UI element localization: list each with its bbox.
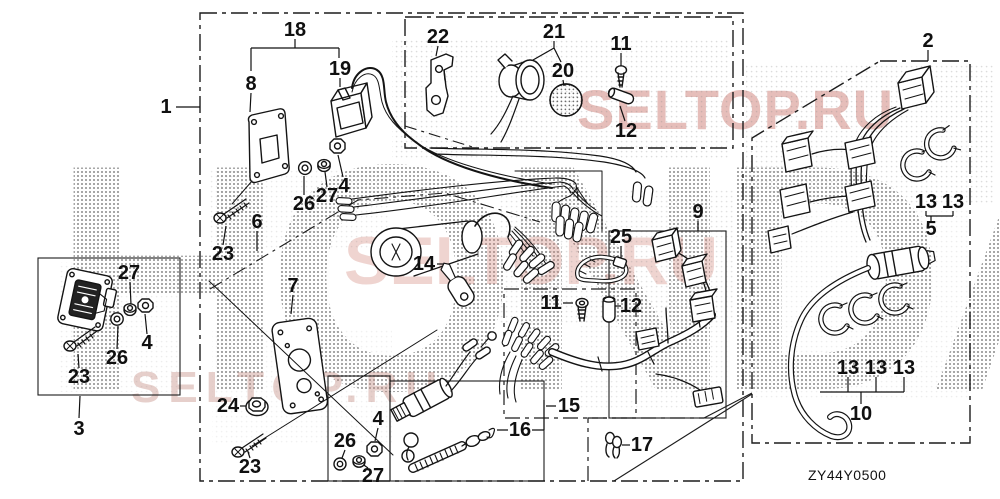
callout-10: 10 xyxy=(849,403,873,425)
callout-27b: 27 xyxy=(117,262,141,284)
callout-4b: 4 xyxy=(141,332,153,354)
callout-11a: 11 xyxy=(610,33,632,55)
part-26-washer-top xyxy=(297,160,313,176)
callout-leader-lines xyxy=(77,39,954,469)
callout-19: 19 xyxy=(328,58,352,80)
part-11-screw-bottom xyxy=(575,297,589,322)
part-11-screw-top xyxy=(614,65,628,88)
callout-18: 18 xyxy=(283,19,307,41)
part-12-pin-bottom xyxy=(602,296,616,323)
part-20-disc xyxy=(549,83,583,117)
part-13-clamps xyxy=(818,125,962,336)
callout-8: 8 xyxy=(245,73,257,95)
callout-24: 24 xyxy=(216,395,240,417)
group-box-11 xyxy=(503,288,637,419)
callout-13a: 13 xyxy=(914,191,938,213)
part-25-band-clamp xyxy=(575,254,629,284)
part-14-terminals xyxy=(502,226,555,284)
callout-23a: 23 xyxy=(211,243,235,265)
part-24-nut xyxy=(245,397,269,417)
part-16-lanyard xyxy=(401,427,496,473)
part-2-harness xyxy=(767,65,936,441)
callout-4a: 4 xyxy=(338,175,350,197)
diagram-code: ZY44Y0500 xyxy=(808,467,887,483)
part-17-clip xyxy=(604,431,623,459)
callout-13d: 13 xyxy=(864,357,888,379)
group-box-3 xyxy=(37,257,181,396)
callout-16: 16 xyxy=(508,419,532,441)
callout-5: 5 xyxy=(925,218,937,240)
callout-26c: 26 xyxy=(333,430,357,452)
callout-26a: 26 xyxy=(292,193,316,215)
assembly-leader-lines xyxy=(209,125,753,482)
part-12-pin-top xyxy=(607,87,635,105)
callout-14: 14 xyxy=(412,253,436,275)
callout-15: 15 xyxy=(557,395,581,417)
callout-26b: 26 xyxy=(105,347,129,369)
group-box-4 xyxy=(327,375,391,482)
group-box-2 xyxy=(751,60,971,444)
part-15-stop-switch xyxy=(390,331,497,422)
part-23-screw-top xyxy=(213,198,250,224)
part-19-wire-ends xyxy=(429,147,654,207)
callout-7: 7 xyxy=(287,275,299,297)
callout-13e: 13 xyxy=(892,357,916,379)
part-21-cap xyxy=(490,53,545,143)
part-7-plate xyxy=(208,280,438,456)
callout-13c: 13 xyxy=(836,357,860,379)
part-26-washer-bottom xyxy=(333,457,347,471)
callout-1: 1 xyxy=(160,96,172,118)
group-box-18 xyxy=(404,16,734,149)
callout-4c: 4 xyxy=(372,408,384,430)
part-8-plate xyxy=(231,108,290,205)
callout-11b: 11 xyxy=(540,292,562,314)
part-27-nut-bottom xyxy=(352,455,366,468)
part-9-terminal-ribbon xyxy=(335,170,603,243)
part-4-nut-bottom xyxy=(366,441,383,457)
part-27-nut-top xyxy=(317,158,331,173)
callout-22: 22 xyxy=(426,26,450,48)
callout-13b: 13 xyxy=(941,191,965,213)
callout-25: 25 xyxy=(609,226,633,248)
part-14-ignition-switch xyxy=(370,212,555,307)
callout-21: 21 xyxy=(542,21,566,43)
part-22-bracket xyxy=(425,53,454,117)
part-3-switch-panel xyxy=(57,268,154,352)
callout-17: 17 xyxy=(630,434,654,456)
callout-3: 3 xyxy=(73,418,85,440)
callout-9: 9 xyxy=(692,201,704,223)
callout-23c: 23 xyxy=(238,456,262,478)
callout-23b: 23 xyxy=(67,366,91,388)
callout-12b: 12 xyxy=(619,295,643,317)
callout-12a: 12 xyxy=(614,120,638,142)
callout-6: 6 xyxy=(251,211,263,233)
callout-27a: 27 xyxy=(315,185,339,207)
part-23-screw-bottom xyxy=(231,433,267,458)
callout-20: 20 xyxy=(551,60,575,82)
part-9-connectors xyxy=(635,227,724,408)
part-19-switch xyxy=(330,67,553,189)
part-9-harness xyxy=(498,227,724,408)
callout-2: 2 xyxy=(922,30,934,52)
callout-27c: 27 xyxy=(361,465,385,487)
group-box-17 xyxy=(587,417,704,481)
part-4-nut-top xyxy=(329,138,346,154)
